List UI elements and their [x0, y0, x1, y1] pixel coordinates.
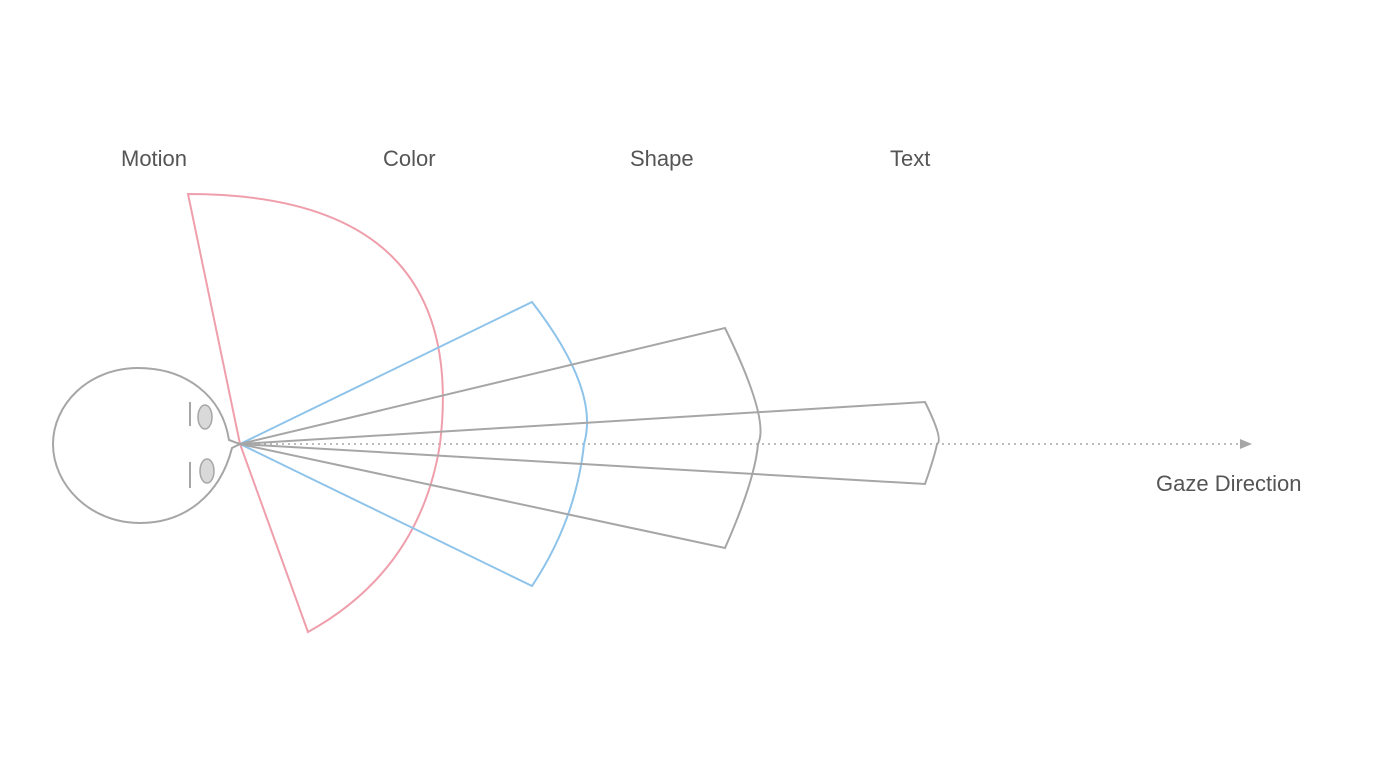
label-text: Text [890, 146, 930, 171]
upper-eye [198, 405, 212, 429]
label-shape: Shape [630, 146, 694, 171]
motion-field-sector [188, 194, 443, 632]
lower-eye [200, 459, 214, 483]
label-color: Color [383, 146, 436, 171]
gaze-arrow-icon [1240, 439, 1252, 449]
gaze-direction-label: Gaze Direction [1156, 471, 1302, 496]
head-outline [53, 368, 240, 523]
shape-field-sector [240, 328, 761, 548]
label-motion: Motion [121, 146, 187, 171]
text-field-sector [240, 402, 939, 484]
